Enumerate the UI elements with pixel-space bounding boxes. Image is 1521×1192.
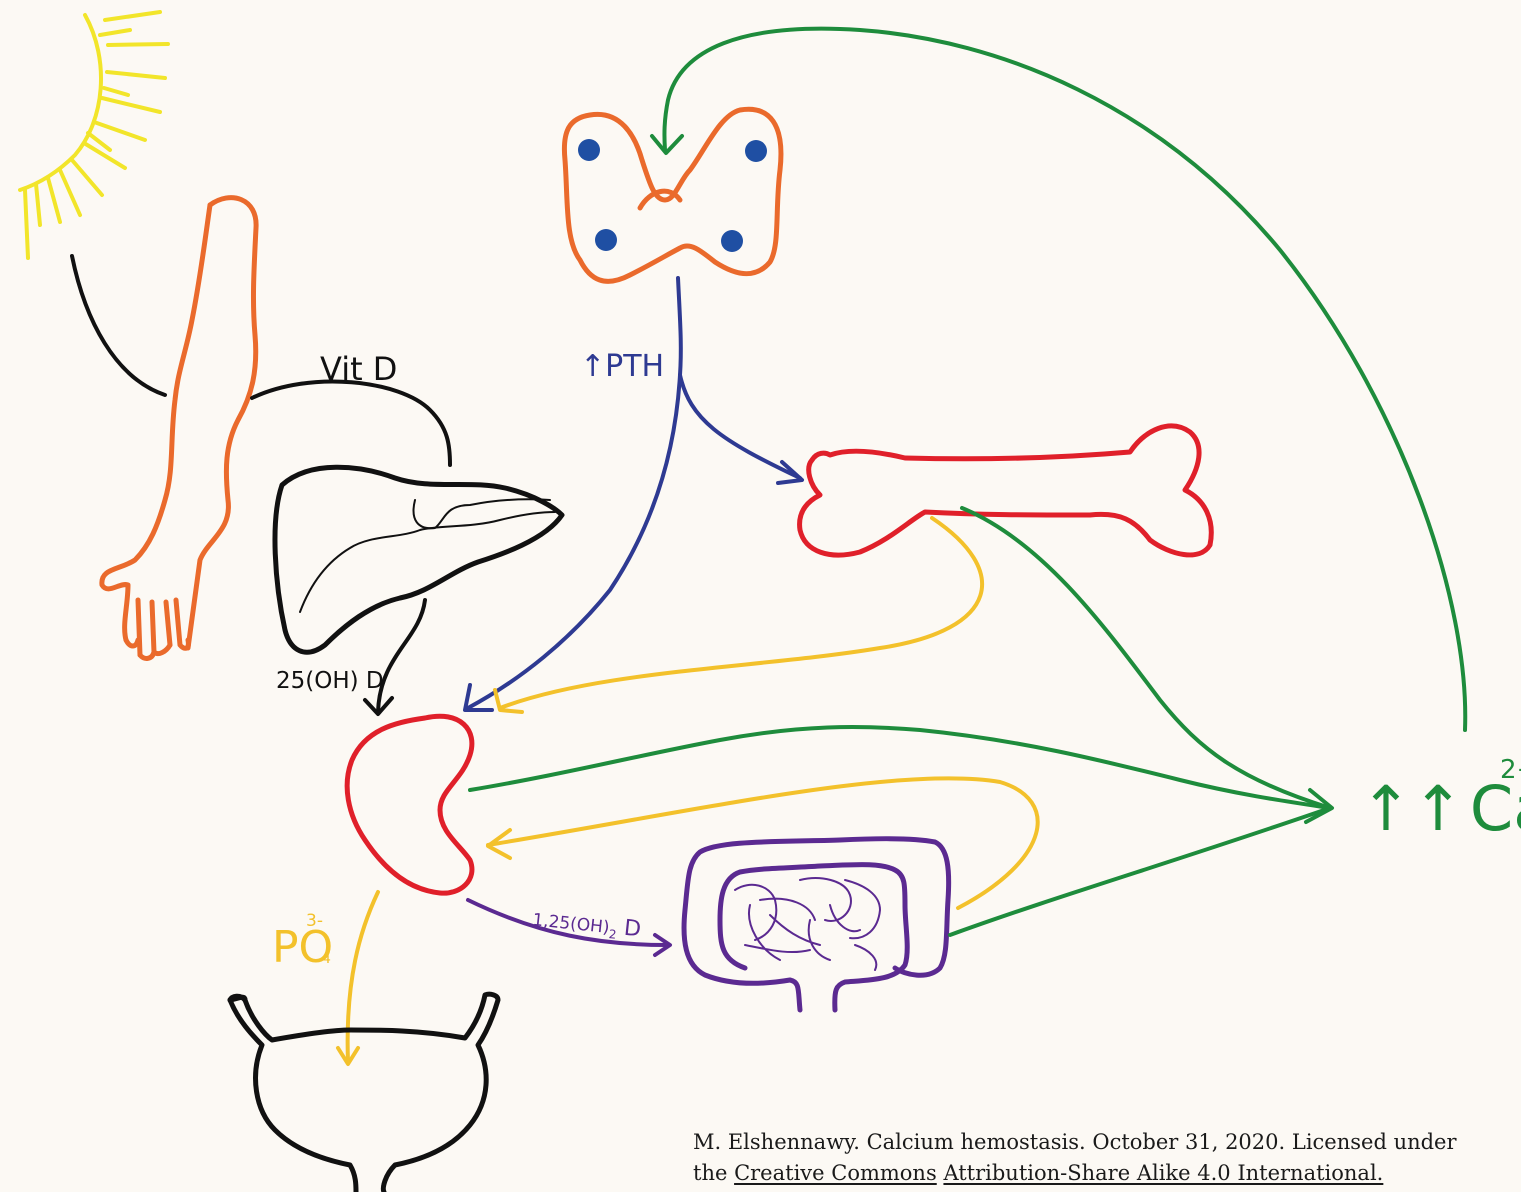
caption-line-2: the Creative Commons Attribution-Share A…	[693, 1158, 1493, 1189]
vitamin-d-label: Vit D	[320, 350, 397, 388]
parathyroid-dot	[745, 140, 767, 162]
intestine-icon	[684, 839, 949, 1010]
calcidiol-arrow	[378, 600, 425, 712]
calcium-label: ↑↑Ca	[1360, 772, 1521, 845]
thyroid-icon	[564, 109, 781, 281]
phosphate-charge: 3-	[306, 911, 323, 931]
bladder-icon	[230, 994, 498, 1192]
caption-prefix: the	[693, 1161, 734, 1185]
creative-commons-link[interactable]: Creative Commons	[734, 1161, 937, 1185]
phosphate-subscript: 4	[322, 951, 331, 967]
license-link[interactable]: Attribution-Share Alike 4.0 Internationa…	[943, 1161, 1383, 1185]
pth-path	[465, 278, 802, 710]
phosphate-path	[338, 518, 1038, 1064]
arm-skin-icon	[102, 198, 256, 659]
sun-icon	[20, 12, 168, 258]
parathyroid-dot	[578, 139, 600, 161]
pth-label: ↑PTH	[580, 349, 664, 384]
calcidiol-label: 25(OH) D	[276, 668, 384, 694]
kidney-icon	[347, 716, 472, 893]
attribution-caption: M. Elshennawy. Calcium hemostasis. Octob…	[693, 1127, 1493, 1189]
caption-line-1: M. Elshennawy. Calcium hemostasis. Octob…	[693, 1127, 1493, 1158]
bone-icon	[800, 426, 1212, 555]
parathyroid-dot	[595, 229, 617, 251]
parathyroid-dot	[721, 230, 743, 252]
calcium-path	[470, 29, 1465, 935]
calcium-charge: 2+	[1500, 755, 1521, 785]
